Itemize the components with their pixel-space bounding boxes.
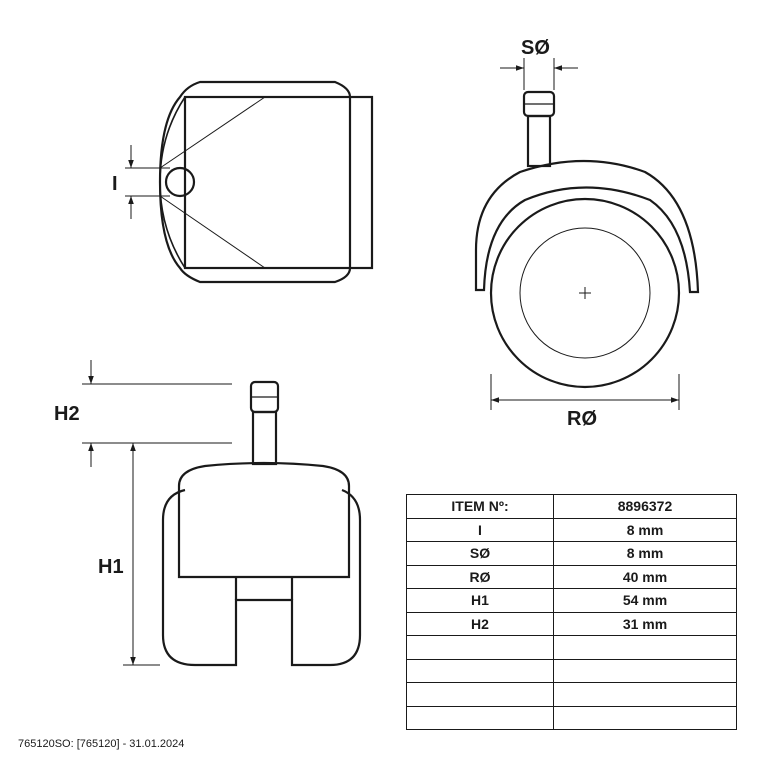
label-ro: RØ: [567, 408, 597, 430]
table-cell: 8 mm: [553, 541, 737, 566]
table-row: H2 31 mm: [406, 611, 737, 636]
footer-reference: 765120SO: [765120] - 31.01.2024: [18, 738, 185, 750]
label-h1: H1: [98, 556, 124, 578]
table-cell: [553, 658, 737, 683]
table-row: [406, 705, 737, 730]
table-cell: 8 mm: [553, 517, 737, 542]
table-cell: [406, 682, 554, 707]
table-cell: H1: [406, 588, 554, 613]
table-row: SØ 8 mm: [406, 541, 737, 566]
side-view-drawing: [474, 90, 700, 389]
table-row: [406, 682, 737, 707]
table-cell: SØ: [406, 541, 554, 566]
table-cell: H2: [406, 611, 554, 636]
table-row: I 8 mm: [406, 517, 737, 542]
label-h2: H2: [54, 403, 80, 425]
table-cell: [553, 635, 737, 660]
table-cell: ITEM Nº:: [406, 494, 554, 519]
table-cell: 31 mm: [553, 611, 737, 636]
table-row: RØ 40 mm: [406, 564, 737, 589]
front-view-drawing: [161, 380, 362, 667]
table-cell: [406, 635, 554, 660]
table-cell: 40 mm: [553, 564, 737, 589]
dimension-so: [500, 58, 578, 90]
table-cell: [406, 705, 554, 730]
table-row: [406, 635, 737, 660]
table-cell: [553, 705, 737, 730]
spec-table: ITEM Nº: 8896372 I 8 mm SØ 8 mm RØ 40 mm…: [406, 494, 737, 730]
dimension-h2: [82, 360, 232, 467]
table-cell: [406, 658, 554, 683]
table-row: [406, 658, 737, 683]
dimension-h1: [123, 442, 160, 666]
dimension-i: [125, 145, 170, 219]
label-i: I: [112, 173, 118, 195]
table-cell: 54 mm: [553, 588, 737, 613]
table-header-row: ITEM Nº: 8896372: [406, 494, 737, 519]
dimension-ro: [490, 374, 680, 410]
table-cell: I: [406, 517, 554, 542]
table-cell: RØ: [406, 564, 554, 589]
table-cell: [553, 682, 737, 707]
table-row: H1 54 mm: [406, 588, 737, 613]
table-cell: 8896372: [553, 494, 737, 519]
label-so: SØ: [521, 37, 550, 59]
top-view-drawing: [158, 80, 374, 284]
